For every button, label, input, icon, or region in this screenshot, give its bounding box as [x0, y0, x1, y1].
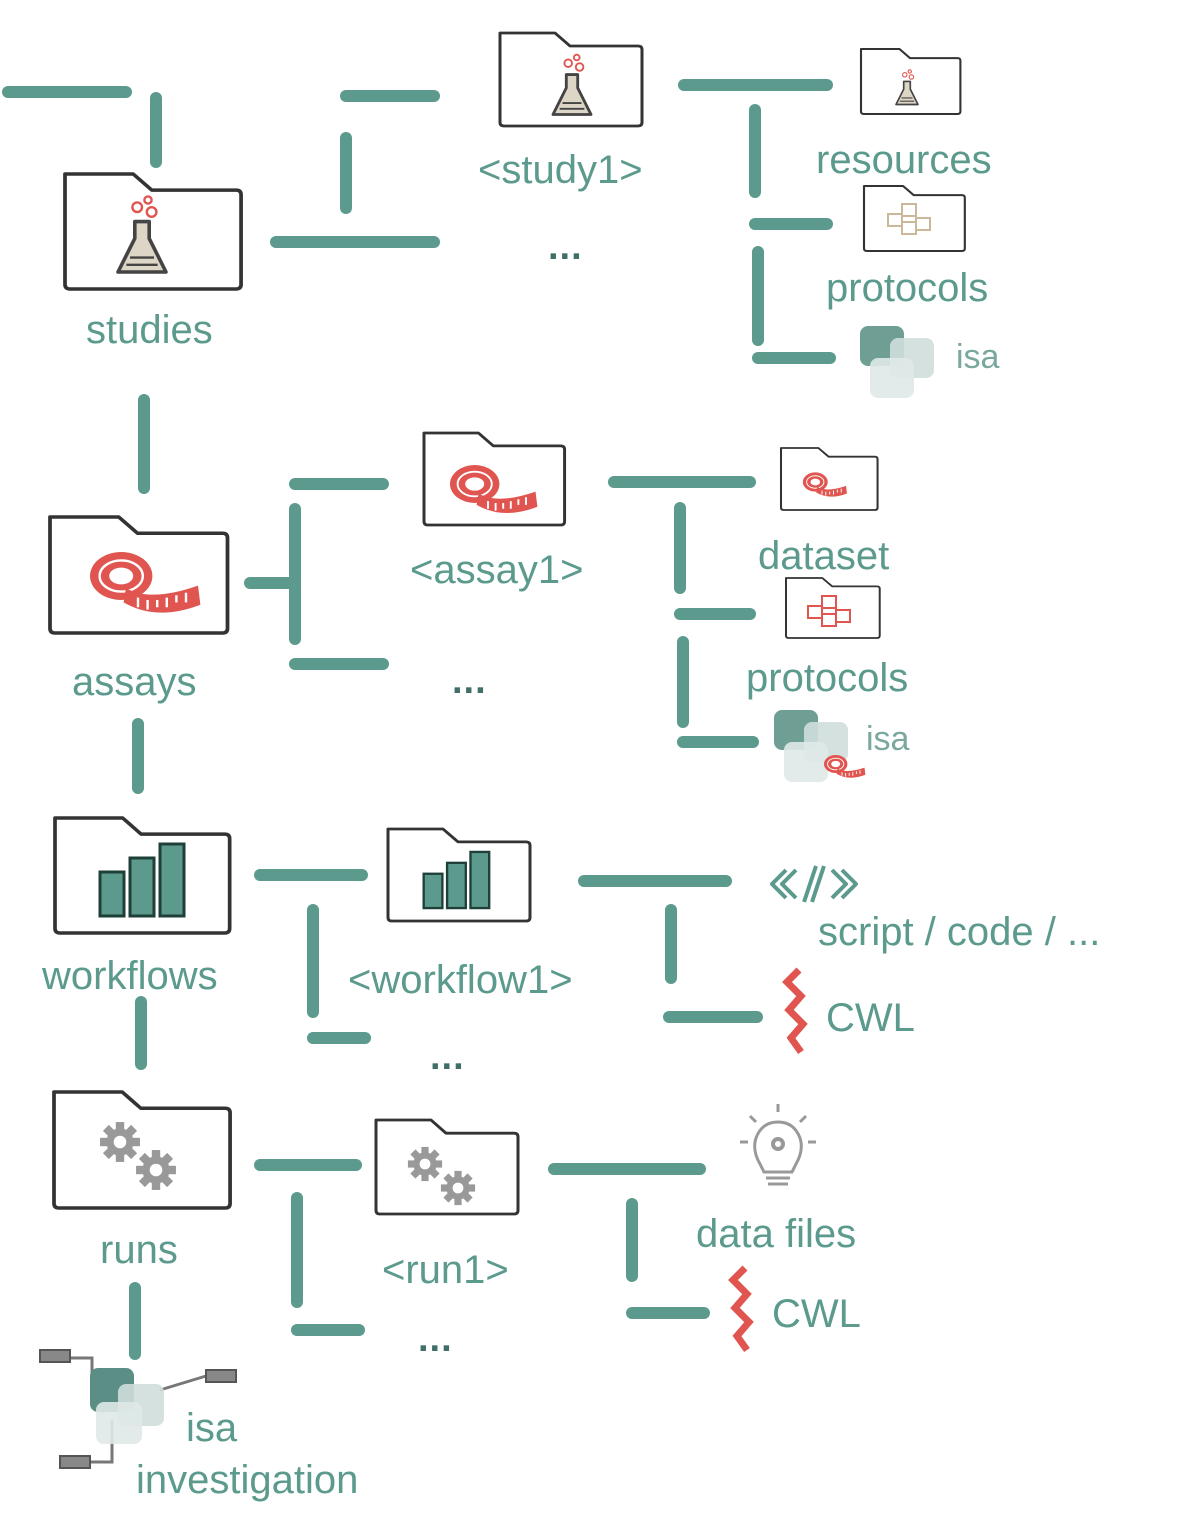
connector-studies-out	[270, 236, 440, 248]
gears-icon	[100, 1122, 140, 1162]
connector-assay-v	[289, 503, 301, 645]
gears-icon	[136, 1150, 176, 1190]
studies-label[interactable]: studies	[86, 308, 213, 352]
run1-label[interactable]: <run1>	[382, 1248, 509, 1292]
connector-assays-out	[244, 577, 300, 589]
connector-workflow1-cwl	[663, 1011, 763, 1023]
connector-workflows-out	[254, 869, 368, 881]
connector-assay1-out	[608, 476, 756, 488]
connector-study1-v1	[749, 104, 761, 198]
connector-study1-protocols	[749, 218, 833, 230]
dataset-folder-icon	[779, 446, 879, 512]
assays-label[interactable]: assays	[72, 660, 197, 704]
connector-assays-workflows	[132, 718, 144, 794]
connector-workflow1-out	[578, 875, 732, 887]
script-code-label[interactable]: script / code / ...	[818, 910, 1101, 954]
isa-investigation-label-2[interactable]: investigation	[136, 1458, 359, 1502]
lightbulb-gear-icon	[740, 1104, 816, 1186]
connector-study1-isa	[752, 352, 836, 364]
connector-run-v	[291, 1192, 303, 1308]
study-more-label: ...	[548, 226, 583, 268]
run-more-label: ...	[418, 1318, 453, 1360]
connector-study1-out	[678, 79, 833, 91]
connector-assay-more-h	[289, 658, 389, 670]
connector-runs-isa	[129, 1282, 141, 1360]
data-files-label[interactable]: data files	[696, 1212, 857, 1256]
study-protocols-label[interactable]: protocols	[826, 266, 989, 310]
workflow1-label[interactable]: <workflow1>	[348, 958, 573, 1002]
runs-folder-icon	[52, 1090, 232, 1210]
isa-investigation-label-1[interactable]: isa	[186, 1406, 238, 1450]
gears-icon	[407, 1146, 443, 1182]
assay1-label[interactable]: <assay1>	[410, 548, 584, 592]
study-isa-label[interactable]: isa	[956, 338, 1000, 376]
connector-run-more-h	[291, 1324, 365, 1336]
connector-study1-v2	[752, 246, 764, 346]
connector-run1-cwl	[626, 1307, 710, 1319]
connector-assay1-v2	[677, 636, 689, 728]
connector-runs-out	[254, 1159, 362, 1171]
protocols-squares-icon	[887, 203, 931, 235]
measuring-tape-icon	[823, 754, 866, 779]
study1-label[interactable]: <study1>	[478, 148, 643, 192]
workflow-cwl-label[interactable]: CWL	[826, 996, 915, 1040]
connector-workflow-more-h	[307, 1032, 371, 1044]
connector-workflows-runs	[135, 996, 147, 1070]
assay-more-label: ...	[452, 660, 487, 702]
connector-assay1-h	[289, 478, 389, 490]
workflows-label[interactable]: workflows	[42, 954, 218, 998]
connector-workflow-v	[307, 904, 319, 1018]
cwl-zigzag-icon	[733, 1268, 749, 1350]
gears-icon	[440, 1170, 476, 1206]
connector-top-h	[2, 86, 132, 98]
cwl-zigzag-icon	[787, 970, 803, 1052]
connector-assay1-v1	[674, 502, 686, 594]
dataset-label[interactable]: dataset	[758, 534, 890, 578]
isa-investigation-icon	[39, 1349, 237, 1469]
connector-assay1-isa	[677, 736, 759, 748]
protocols-folder-icon	[862, 184, 966, 253]
connector-assay1-protocols	[674, 608, 756, 620]
connector-workflow1-v	[665, 904, 677, 984]
assay-protocols-label[interactable]: protocols	[746, 656, 909, 700]
connector-run1-v	[626, 1198, 638, 1282]
connector-study1-h	[340, 90, 440, 102]
connector-studies-assays	[138, 394, 150, 494]
run-cwl-label[interactable]: CWL	[772, 1292, 861, 1336]
isa-squares-icon	[860, 326, 934, 398]
connector-run1-out	[548, 1163, 706, 1175]
resources-label[interactable]: resources	[816, 138, 992, 182]
code-icon	[770, 865, 858, 903]
connector-top-v	[150, 92, 162, 168]
assay-isa-label[interactable]: isa	[866, 720, 910, 758]
runs-label[interactable]: runs	[100, 1228, 178, 1272]
connector-study-v	[340, 132, 352, 214]
protocols-squares-icon	[807, 595, 851, 627]
workflow-more-label: ...	[430, 1036, 465, 1078]
